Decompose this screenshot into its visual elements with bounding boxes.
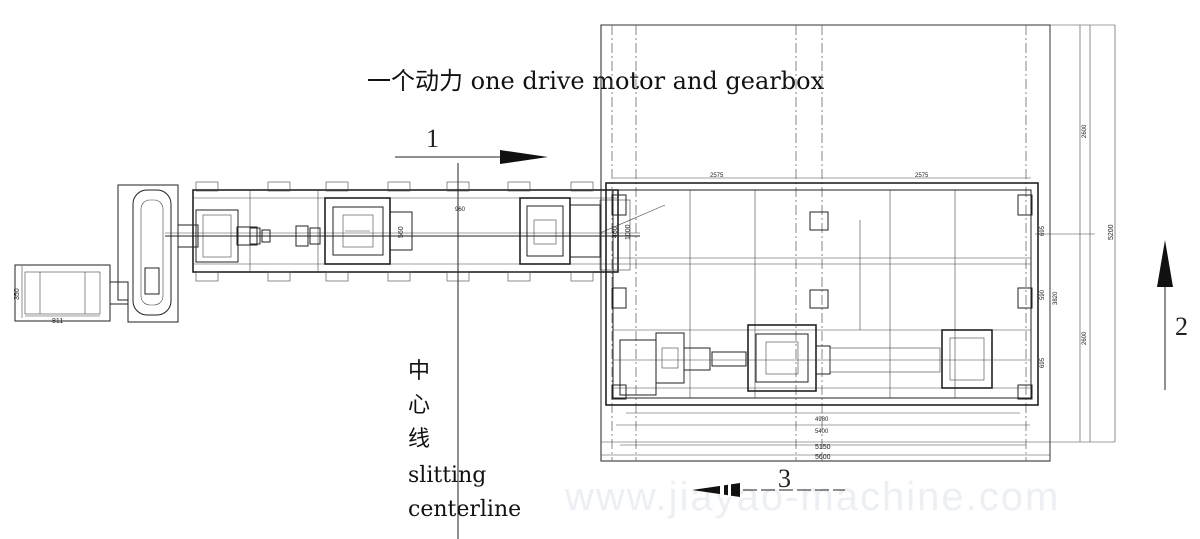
arrow-2-label: 2: [1175, 312, 1188, 341]
arrow-3-icon: [692, 483, 845, 497]
dim-bottom-3: 5150: [815, 444, 831, 451]
watermark-text: www.jiayao-machine.com: [564, 475, 1060, 519]
centerline-en-2: centerline: [408, 497, 521, 522]
arrow-1-icon: [395, 150, 548, 164]
centerline-cn-1: 中: [408, 359, 430, 384]
dim-stand-3: 1000: [625, 224, 632, 240]
dim-stand-1: 560: [398, 226, 405, 238]
machine-layout-outline: [600, 24, 1116, 462]
dim-bottom-2: 5400: [815, 429, 829, 435]
arrow-2-icon: [1157, 240, 1173, 390]
centerline-cn-3: 线: [408, 427, 430, 452]
drive-motor-assembly: [14, 184, 179, 323]
dim-right-upper: 2600: [1082, 124, 1088, 138]
dim-inner-4: 695: [1040, 357, 1046, 368]
arrow-3-label: 3: [778, 464, 791, 493]
coupling-group: [249, 225, 321, 247]
dim-inner-2: 590: [1040, 289, 1046, 300]
gearbox-block: [177, 209, 258, 263]
dim-inner-3: 3820: [1053, 291, 1059, 305]
centerline-cn-2: 心: [408, 393, 430, 418]
dim-center-mark: 960: [455, 207, 466, 213]
dim-inner-1: 695: [1040, 225, 1046, 236]
dim-bottom-4: 5600: [815, 454, 831, 461]
arrow-1-label: 1: [426, 124, 439, 153]
title-label: 一个动力 one drive motor and gearbox: [367, 67, 825, 95]
bottom-dimension-lines: [601, 412, 1050, 456]
dim-right-lower: 2600: [1082, 331, 1088, 345]
dim-stand-2: 460: [612, 226, 619, 238]
roll-stand-1: [324, 197, 413, 265]
dim-top-left: 2575: [710, 173, 724, 179]
dim-motor-width: 811: [52, 318, 63, 325]
centerline-en-1: slitting: [408, 463, 486, 488]
dim-bottom-1: 4980: [815, 417, 829, 423]
dim-right-total: 5200: [1108, 224, 1115, 240]
lower-drive-train: [613, 324, 1031, 396]
dim-top-right: 2575: [915, 173, 929, 179]
dim-motor-height: 350: [14, 288, 21, 300]
mounting-pads: [195, 181, 594, 282]
roll-stand-2: [519, 197, 631, 271]
